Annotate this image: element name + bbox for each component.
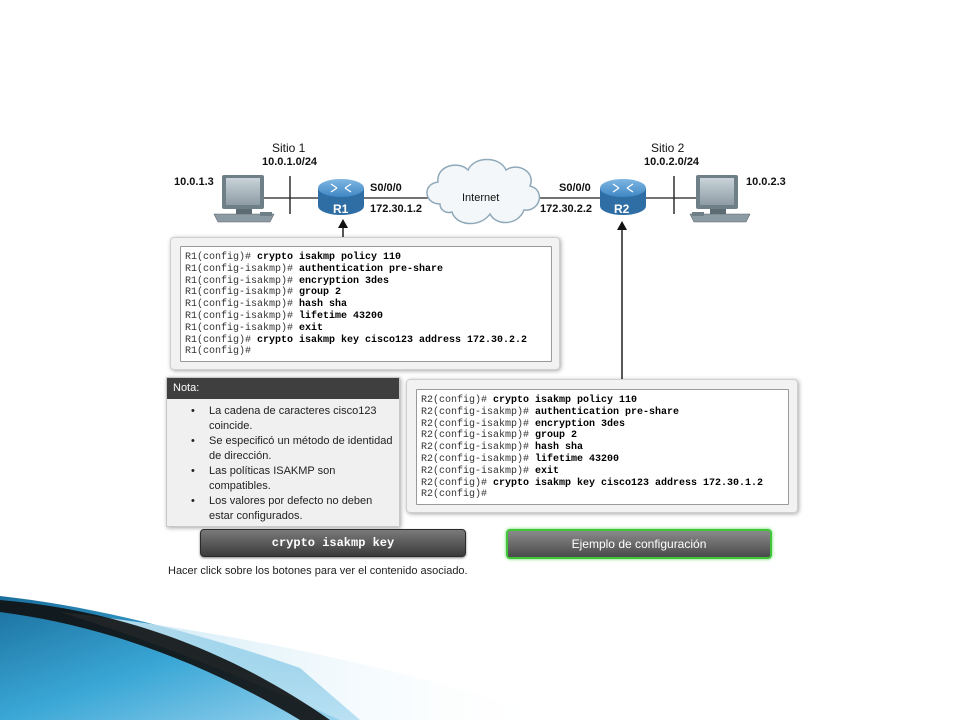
config-line: R2(config-isakmp)# exit bbox=[421, 466, 784, 478]
config-line: R2(config-isakmp)# hash sha bbox=[421, 442, 784, 454]
config-line: R1(config-isakmp)# authentication pre-sh… bbox=[185, 264, 547, 276]
list-item: •Los valores por defecto no deben estar … bbox=[191, 495, 373, 522]
config-command: crypto isakmp key cisco123 address 172.3… bbox=[487, 477, 764, 489]
config-command: lifetime 43200 bbox=[529, 453, 620, 465]
pc1-ip: 10.0.1.3 bbox=[174, 176, 214, 188]
config-prompt: R1(config-isakmp)# bbox=[185, 322, 294, 334]
r1-ip: 172.30.1.2 bbox=[370, 203, 422, 215]
config-prompt: R2(config-isakmp)# bbox=[421, 418, 530, 430]
arrow-r2-head bbox=[617, 221, 627, 230]
r2-interface: S0/0/0 bbox=[559, 182, 591, 194]
config-line: R1(config)# crypto isakmp policy 110 bbox=[185, 252, 547, 264]
config-line: R2(config-isakmp)# encryption 3des bbox=[421, 419, 784, 431]
config-prompt: R2(config)# bbox=[421, 395, 488, 406]
config-command: encryption 3des bbox=[529, 418, 626, 430]
internet-cloud-icon bbox=[426, 158, 541, 225]
config-command: hash sha bbox=[293, 299, 348, 311]
note-panel: Nota: •La cadena de caracteres cisco123 … bbox=[166, 377, 400, 527]
config-line: R1(config)# crypto isakmp key cisco123 a… bbox=[185, 335, 547, 347]
config-prompt: R1(config)# bbox=[185, 334, 252, 346]
list-item: •La cadena de caracteres cisco123 coinci… bbox=[191, 405, 377, 432]
config-line: R1(config)# bbox=[185, 346, 547, 358]
router-r1-label: R1 bbox=[333, 202, 349, 216]
config-prompt: R1(config-isakmp)# bbox=[185, 299, 294, 311]
list-item: •Las políticas ISAKMP son compatibles. bbox=[191, 465, 336, 492]
config-command: encryption 3des bbox=[293, 275, 390, 287]
config-prompt: R2(config-isakmp)# bbox=[421, 430, 530, 442]
config-prompt: R1(config)# bbox=[185, 346, 252, 358]
site1-title: Sitio 1 bbox=[272, 141, 306, 155]
config-line: R1(config-isakmp)# lifetime 43200 bbox=[185, 311, 547, 323]
router-icon bbox=[600, 179, 646, 215]
config-prompt: R1(config)# bbox=[185, 252, 252, 263]
config-command: crypto isakmp key cisco123 address 172.3… bbox=[251, 334, 528, 346]
config-prompt: R2(config-isakmp)# bbox=[421, 442, 530, 454]
config-prompt: R2(config)# bbox=[421, 489, 488, 501]
internet-label: Internet bbox=[462, 192, 500, 204]
config-line: R2(config-isakmp)# group 2 bbox=[421, 430, 784, 442]
config-command: lifetime 43200 bbox=[293, 310, 384, 322]
config-command: crypto isakmp policy 110 bbox=[251, 252, 402, 263]
config-example-button[interactable]: Ejemplo de configuración bbox=[506, 529, 772, 559]
crypto-isakmp-key-button-label: crypto isakmp key bbox=[271, 536, 395, 550]
config-line: R2(config-isakmp)# authentication pre-sh… bbox=[421, 407, 784, 419]
config-line: R1(config-isakmp)# hash sha bbox=[185, 299, 547, 311]
pc2-ip: 10.0.2.3 bbox=[746, 176, 786, 188]
config-example-button-label: Ejemplo de configuración bbox=[571, 537, 707, 551]
router-r2-label: R2 bbox=[614, 202, 630, 216]
config-prompt: R2(config)# bbox=[421, 477, 488, 489]
config-line: R1(config-isakmp)# encryption 3des bbox=[185, 276, 547, 288]
r2-ip: 172.30.2.2 bbox=[540, 203, 592, 215]
config-command: exit bbox=[529, 465, 560, 477]
config-command: crypto isakmp policy 110 bbox=[487, 395, 638, 406]
config-line: R2(config-isakmp)# lifetime 43200 bbox=[421, 454, 784, 466]
config-line: R1(config-isakmp)# group 2 bbox=[185, 287, 547, 299]
site2-title: Sitio 2 bbox=[651, 141, 685, 155]
config-line: R1(config-isakmp)# exit bbox=[185, 323, 547, 335]
config-command: authentication pre-share bbox=[293, 263, 444, 275]
config-command: group 2 bbox=[293, 287, 342, 299]
config-command: group 2 bbox=[529, 430, 578, 442]
site1-subnet: 10.0.1.0/24 bbox=[262, 156, 318, 168]
pc-icon bbox=[213, 175, 275, 223]
config-prompt: R1(config-isakmp)# bbox=[185, 263, 294, 275]
config-prompt: R2(config-isakmp)# bbox=[421, 406, 530, 418]
config-prompt: R2(config-isakmp)# bbox=[421, 465, 530, 477]
config-line: R2(config)# bbox=[421, 489, 784, 501]
config-command: exit bbox=[293, 322, 324, 334]
config-prompt: R1(config-isakmp)# bbox=[185, 287, 294, 299]
list-item: •Se especificó un método de identidad de… bbox=[191, 435, 393, 462]
site2-subnet: 10.0.2.0/24 bbox=[644, 156, 700, 168]
config-prompt: R2(config-isakmp)# bbox=[421, 453, 530, 465]
crypto-isakmp-key-button[interactable]: crypto isakmp key bbox=[200, 529, 466, 557]
arrow-r1-head bbox=[338, 219, 348, 228]
config-line: R2(config)# crypto isakmp policy 110 bbox=[421, 395, 784, 407]
pc-icon bbox=[689, 175, 751, 223]
r1-interface: S0/0/0 bbox=[370, 182, 402, 194]
config-command: authentication pre-share bbox=[529, 406, 680, 418]
config-line: R2(config)# crypto isakmp key cisco123 a… bbox=[421, 478, 784, 490]
note-list: •La cadena de caracteres cisco123 coinci… bbox=[177, 404, 395, 524]
note-header: Nota: bbox=[167, 378, 399, 399]
router-icon bbox=[318, 179, 364, 215]
config-prompt: R1(config-isakmp)# bbox=[185, 310, 294, 322]
config-prompt: R1(config-isakmp)# bbox=[185, 275, 294, 287]
instruction-text: Hacer click sobre los botones para ver e… bbox=[168, 565, 468, 577]
config-command: hash sha bbox=[529, 442, 584, 454]
